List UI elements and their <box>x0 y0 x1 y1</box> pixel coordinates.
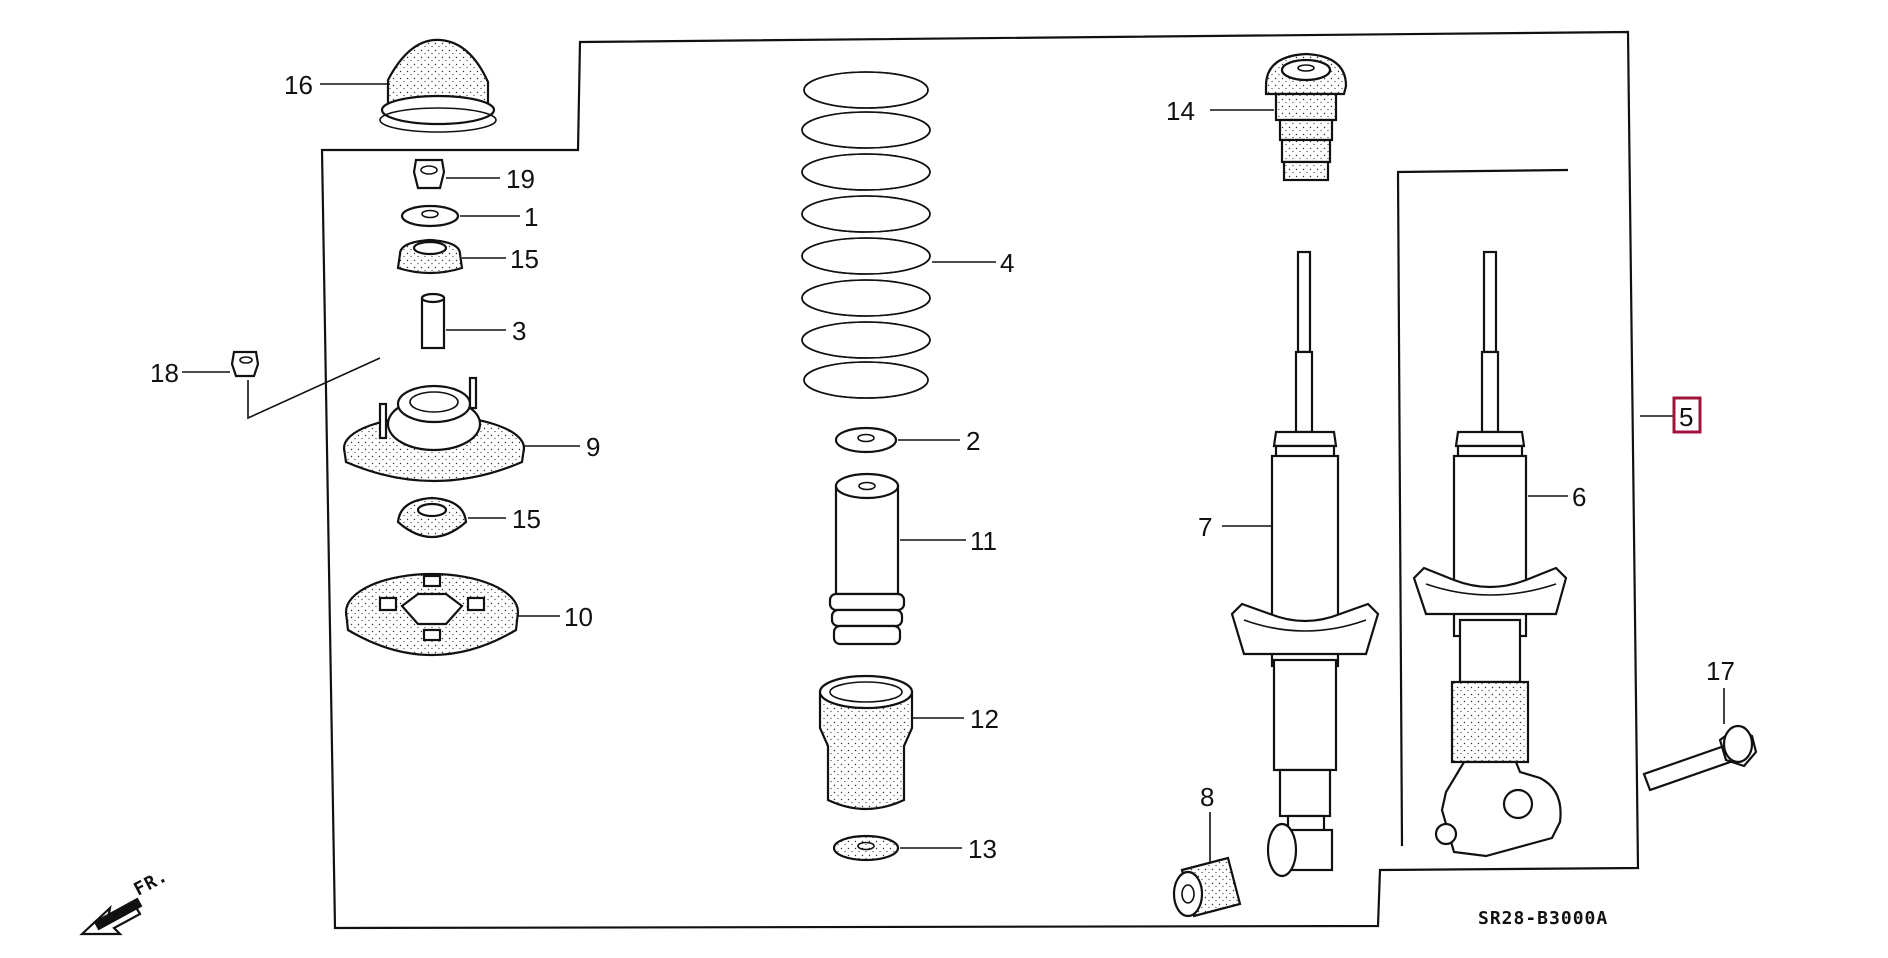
callout-10: 10 <box>564 602 593 632</box>
part-16-boot-cap[interactable] <box>379 38 497 133</box>
part-19-nut[interactable] <box>412 158 446 190</box>
callout-17: 17 <box>1706 656 1735 686</box>
inner-bracket <box>1396 168 1569 847</box>
callout-4: 4 <box>1000 248 1014 278</box>
callout-11: 11 <box>970 526 997 556</box>
part-8-bushing[interactable] <box>1172 856 1242 918</box>
part-15-upper-bushing[interactable] <box>396 238 464 275</box>
assembly-frame <box>320 30 1640 930</box>
front-direction-label: FR. <box>130 865 171 900</box>
part-14-bump-stop[interactable] <box>1264 52 1348 182</box>
part-15-lower-bushing[interactable] <box>396 496 468 539</box>
callout-5: 5 <box>1679 402 1693 432</box>
callout-8: 8 <box>1200 782 1214 812</box>
part-9-upper-mount[interactable] <box>342 376 526 483</box>
front-direction-arrow <box>79 897 143 936</box>
callout-9: 9 <box>586 432 600 462</box>
part-17-bolt[interactable] <box>1642 724 1758 792</box>
callout-5-highlight-box <box>1672 396 1702 434</box>
part-18-flange-nut[interactable] <box>230 350 260 378</box>
callout-12: 12 <box>970 704 999 734</box>
callout-18: 18 <box>150 358 179 388</box>
callout-19: 19 <box>506 164 535 194</box>
callout-15-upper: 15 <box>510 244 539 274</box>
part-3-collar[interactable] <box>420 292 446 350</box>
diagram-code: SR28-B3000A <box>1478 908 1608 929</box>
part-10-spring-seat[interactable] <box>344 572 520 657</box>
callout-6: 6 <box>1572 482 1586 512</box>
part-1-washer[interactable] <box>400 204 460 228</box>
callout-15-lower: 15 <box>512 504 541 534</box>
part-6-shock-absorber[interactable] <box>1412 250 1568 858</box>
part-11-boot[interactable] <box>828 472 906 646</box>
callout-16: 16 <box>284 70 313 100</box>
part-2-washer[interactable] <box>834 426 898 454</box>
callout-3: 3 <box>512 316 526 346</box>
callout-14: 14 <box>1166 96 1195 126</box>
callout-7: 7 <box>1198 512 1212 542</box>
callout-1: 1 <box>524 202 538 232</box>
part-7-shock-absorber[interactable] <box>1230 250 1380 878</box>
part-4-coil-spring[interactable] <box>801 71 931 399</box>
callout-13: 13 <box>968 834 997 864</box>
callout-2: 2 <box>966 426 980 456</box>
part-12-bump-stop[interactable] <box>818 674 914 811</box>
part-13-washer[interactable] <box>832 834 900 862</box>
